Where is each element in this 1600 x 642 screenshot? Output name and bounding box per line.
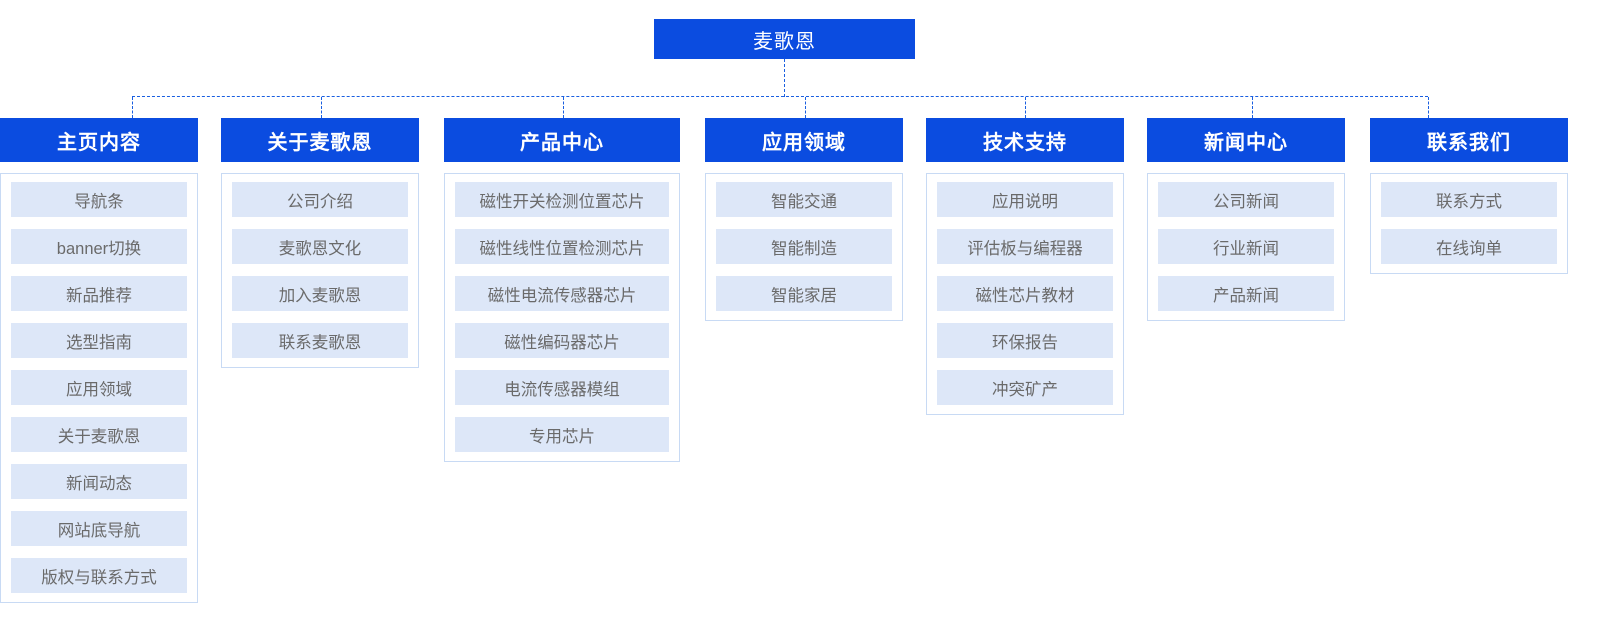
- column-body-1: 导航条 banner切换新品推荐选型指南应用领域关于麦歌恩新闻动态网站底导航版权与…: [0, 173, 198, 603]
- connector-root-stem: [784, 59, 785, 97]
- column-item[interactable]: 新品推荐: [11, 276, 187, 311]
- column-body-7: 联系方式在线询单: [1370, 173, 1568, 274]
- column-body-6: 公司新闻行业新闻产品新闻: [1147, 173, 1345, 321]
- sitemap-column-4: 应用领域智能交通智能制造智能家居: [705, 118, 903, 321]
- column-item[interactable]: 环保报告: [937, 323, 1113, 358]
- column-header-7[interactable]: 联系我们: [1370, 118, 1568, 162]
- root-node[interactable]: 麦歌恩: [654, 19, 915, 59]
- column-item[interactable]: banner切换: [11, 229, 187, 264]
- column-body-5: 应用说明评估板与编程器磁性芯片教材环保报告冲突矿产: [926, 173, 1124, 415]
- column-header-5[interactable]: 技术支持: [926, 118, 1124, 162]
- column-item[interactable]: 网站底导航: [11, 511, 187, 546]
- column-header-4[interactable]: 应用领域: [705, 118, 903, 162]
- column-item[interactable]: 联系麦歌恩: [232, 323, 408, 358]
- sitemap-column-1: 主页内容导航条 banner切换新品推荐选型指南应用领域关于麦歌恩新闻动态网站底导…: [0, 118, 198, 603]
- column-item[interactable]: 选型指南: [11, 323, 187, 358]
- column-item[interactable]: 产品新闻: [1158, 276, 1334, 311]
- connector-horizontal-bus: [132, 96, 1428, 97]
- column-header-2[interactable]: 关于麦歌恩: [221, 118, 419, 162]
- column-item[interactable]: 磁性电流传感器芯片: [455, 276, 669, 311]
- column-item[interactable]: 公司介绍: [232, 182, 408, 217]
- column-item[interactable]: 专用芯片: [455, 417, 669, 452]
- connector-drop-6: [1252, 97, 1253, 118]
- column-item[interactable]: 智能交通: [716, 182, 892, 217]
- connector-drop-4: [805, 97, 806, 118]
- connector-drop-1: [132, 97, 133, 118]
- column-item[interactable]: 应用说明: [937, 182, 1113, 217]
- column-item[interactable]: 磁性芯片教材: [937, 276, 1113, 311]
- column-item[interactable]: 智能制造: [716, 229, 892, 264]
- column-item[interactable]: 冲突矿产: [937, 370, 1113, 405]
- sitemap-column-7: 联系我们联系方式在线询单: [1370, 118, 1568, 274]
- connector-drop-3: [563, 97, 564, 118]
- connector-drop-2: [321, 97, 322, 118]
- column-item[interactable]: 智能家居: [716, 276, 892, 311]
- column-item[interactable]: 导航条: [11, 182, 187, 217]
- column-item[interactable]: 加入麦歌恩: [232, 276, 408, 311]
- column-header-1[interactable]: 主页内容: [0, 118, 198, 162]
- column-item[interactable]: 应用领域: [11, 370, 187, 405]
- column-header-3[interactable]: 产品中心: [444, 118, 680, 162]
- column-item[interactable]: 关于麦歌恩: [11, 417, 187, 452]
- column-item[interactable]: 评估板与编程器: [937, 229, 1113, 264]
- sitemap-column-5: 技术支持应用说明评估板与编程器磁性芯片教材环保报告冲突矿产: [926, 118, 1124, 415]
- column-item[interactable]: 行业新闻: [1158, 229, 1334, 264]
- column-item[interactable]: 公司新闻: [1158, 182, 1334, 217]
- connector-drop-5: [1025, 97, 1026, 118]
- column-item[interactable]: 联系方式: [1381, 182, 1557, 217]
- column-body-3: 磁性开关检测位置芯片磁性线性位置检测芯片磁性电流传感器芯片磁性编码器芯片电流传感…: [444, 173, 680, 462]
- column-item[interactable]: 麦歌恩文化: [232, 229, 408, 264]
- column-item[interactable]: 磁性编码器芯片: [455, 323, 669, 358]
- column-item[interactable]: 版权与联系方式: [11, 558, 187, 593]
- connector-drop-7: [1428, 97, 1429, 118]
- column-item[interactable]: 电流传感器模组: [455, 370, 669, 405]
- column-header-6[interactable]: 新闻中心: [1147, 118, 1345, 162]
- column-item[interactable]: 在线询单: [1381, 229, 1557, 264]
- sitemap-column-6: 新闻中心公司新闻行业新闻产品新闻: [1147, 118, 1345, 321]
- column-body-2: 公司介绍麦歌恩文化加入麦歌恩联系麦歌恩: [221, 173, 419, 368]
- column-item[interactable]: 磁性开关检测位置芯片: [455, 182, 669, 217]
- column-body-4: 智能交通智能制造智能家居: [705, 173, 903, 321]
- sitemap-column-3: 产品中心磁性开关检测位置芯片磁性线性位置检测芯片磁性电流传感器芯片磁性编码器芯片…: [444, 118, 680, 462]
- sitemap-column-2: 关于麦歌恩公司介绍麦歌恩文化加入麦歌恩联系麦歌恩: [221, 118, 419, 368]
- column-item[interactable]: 新闻动态: [11, 464, 187, 499]
- column-item[interactable]: 磁性线性位置检测芯片: [455, 229, 669, 264]
